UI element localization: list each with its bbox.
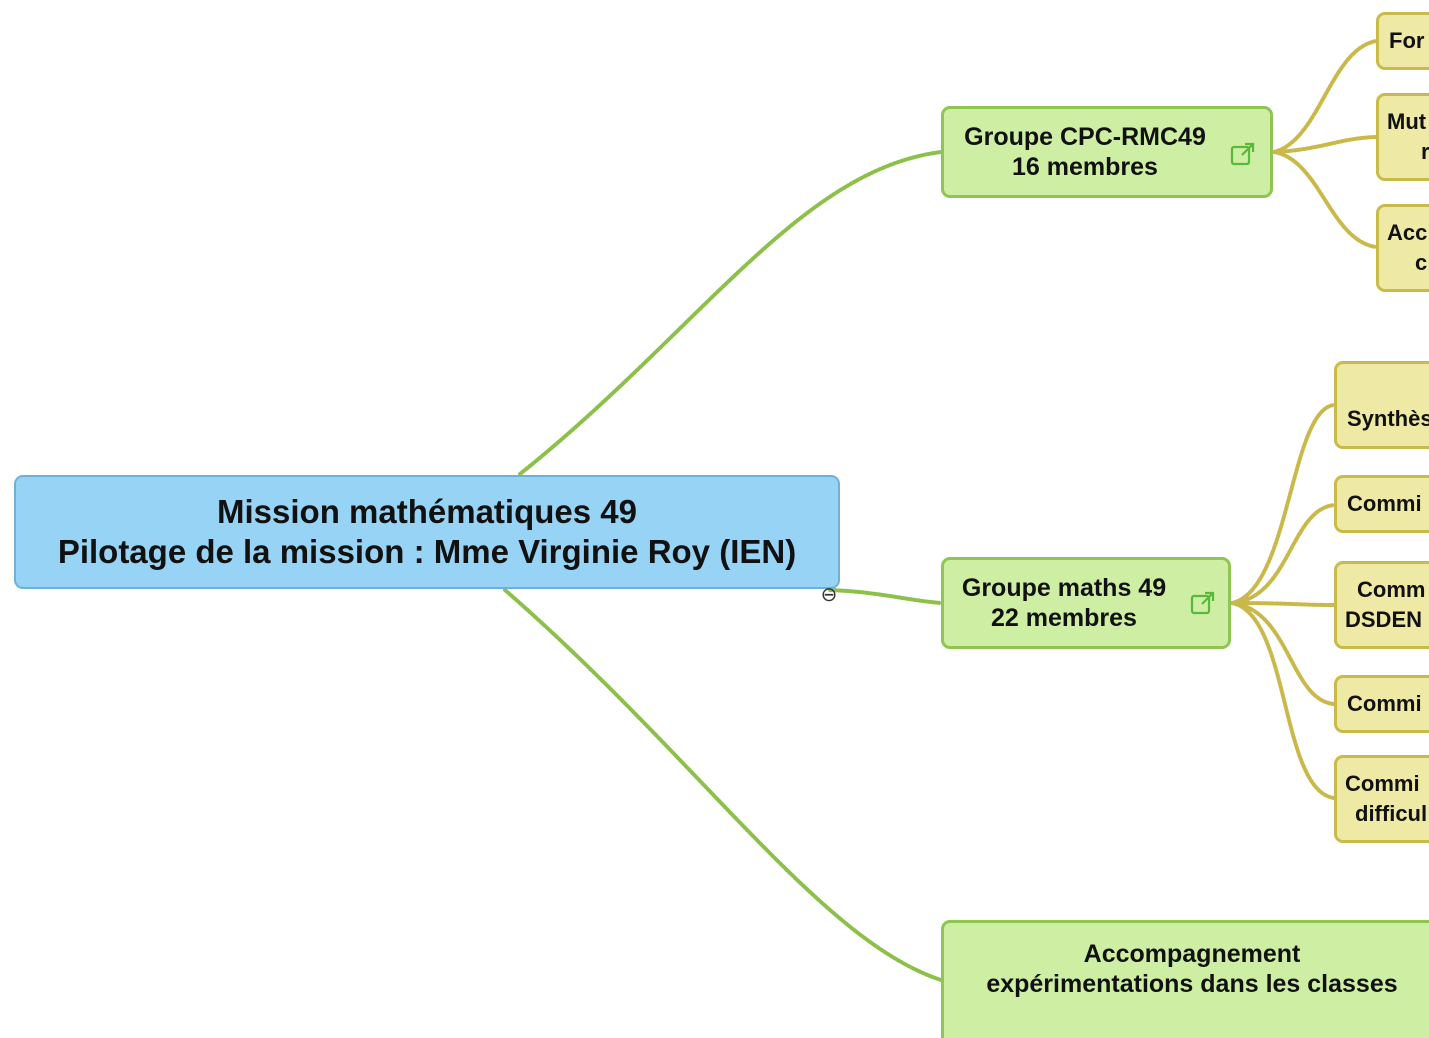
link-root-maths [828, 588, 943, 605]
group-maths49-node[interactable]: Groupe maths 49 22 membres [941, 557, 1231, 649]
root-node[interactable]: Mission mathématiques 49 Pilotage de la … [14, 475, 840, 589]
cpc-child-3-text-1: Acc [1387, 220, 1428, 245]
group-cpc-title: Groupe CPC-RMC49 [964, 123, 1206, 151]
maths-child-3-text-2: DSDEN [1345, 607, 1423, 632]
link-root-accomp [503, 588, 943, 982]
cpc-child-2-text-1: Mut [1387, 109, 1427, 134]
link-cpc-child-1 [1272, 39, 1378, 154]
link-maths-child-4 [1230, 601, 1336, 706]
cpc-child-3-text-2: c [1415, 250, 1428, 275]
maths-child-node-4[interactable]: Commi [1334, 675, 1429, 733]
link-cpc-child-2 [1272, 135, 1378, 154]
link-cpc-child-3 [1272, 150, 1378, 249]
root-title: Mission mathématiques 49 [217, 493, 637, 530]
root-subtitle: Pilotage de la mission : Mme Virginie Ro… [57, 533, 797, 570]
maths-child-node-5[interactable]: Commi difficul [1334, 755, 1429, 843]
link-maths-child-3 [1230, 601, 1336, 607]
external-link-icon[interactable] [1230, 141, 1256, 167]
maths-child-node-3[interactable]: Comm DSDEN [1334, 561, 1429, 649]
cpc-child-node-1[interactable]: For [1376, 12, 1429, 70]
link-maths-child-1 [1230, 403, 1336, 605]
maths-child-4-text: Commi [1347, 691, 1422, 716]
cpc-child-node-3[interactable]: Acc c [1376, 204, 1429, 292]
maths-child-3-text-1: Comm [1357, 577, 1426, 602]
maths-child-5-text-1: Commi [1345, 771, 1420, 796]
group-cpc-members: 16 membres [1012, 153, 1158, 181]
group-accomp-line2: expérimentations dans les classes [986, 970, 1398, 998]
cpc-child-1-text: For [1389, 28, 1425, 53]
link-maths-child-5 [1230, 601, 1336, 800]
maths-child-5-text-2: difficul [1355, 801, 1428, 826]
collapse-toggle[interactable]: ⊖ [820, 584, 838, 606]
link-root-cpc [518, 150, 943, 476]
maths-child-node-1[interactable]: Synthès [1334, 361, 1429, 449]
maths-child-2-text: Commi [1347, 491, 1422, 516]
maths-child-node-2[interactable]: Commi [1334, 475, 1429, 533]
group-accomp-line1: Accompagnement [1083, 940, 1301, 968]
link-maths-child-2 [1230, 503, 1336, 605]
maths-child-1-text: Synthès [1347, 406, 1429, 431]
group-maths-title: Groupe maths 49 [961, 574, 1167, 602]
group-maths-members: 22 membres [991, 604, 1137, 632]
cpc-child-node-2[interactable]: Mut r [1376, 93, 1429, 181]
cpc-child-2-text-2: r [1421, 139, 1429, 164]
group-cpc-rmc49-node[interactable]: Groupe CPC-RMC49 16 membres [941, 106, 1273, 198]
group-accompagnement-node[interactable]: Accompagnement expérimentations dans les… [941, 920, 1429, 1038]
external-link-icon[interactable] [1190, 590, 1216, 616]
